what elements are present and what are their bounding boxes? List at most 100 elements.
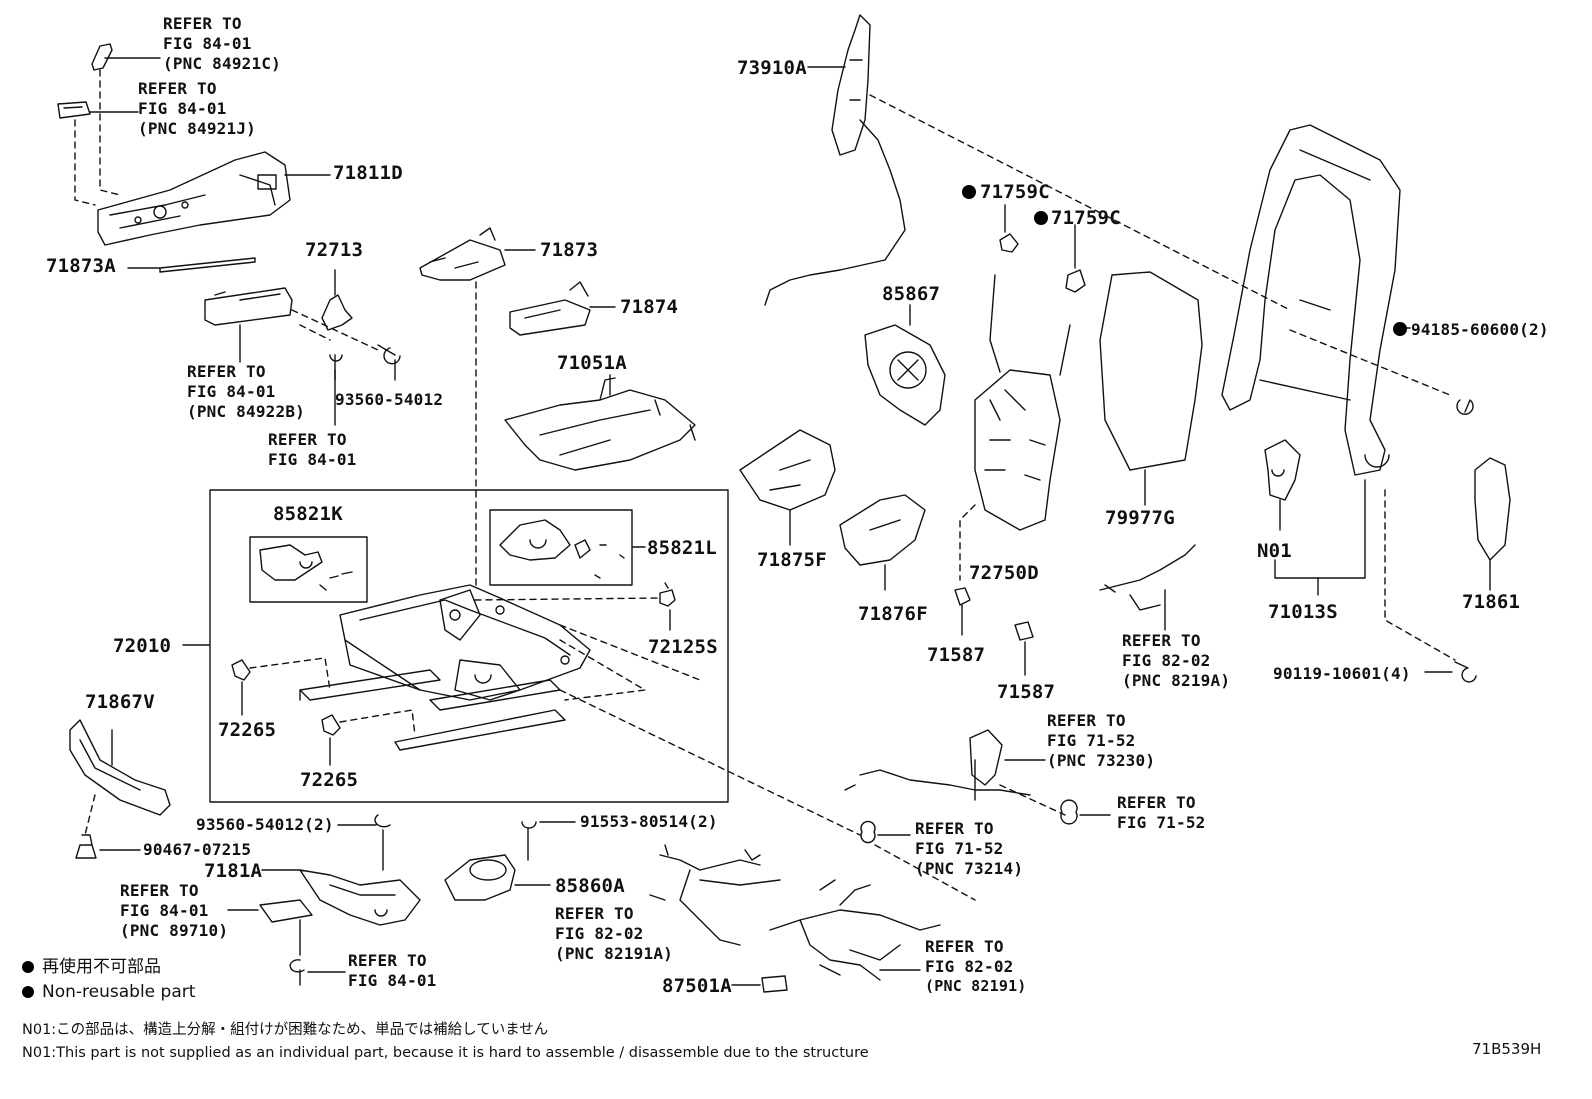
part-71875F-drawing — [739, 429, 836, 511]
part-84922B-drawing — [204, 287, 293, 326]
ref-84921C-line1: REFER TO — [163, 14, 242, 33]
ref-7152-line2: FIG 71-52 — [1117, 813, 1206, 832]
bullet-icon — [22, 961, 34, 973]
note-english: N01:This part is not supplied as an indi… — [22, 1045, 869, 1061]
ref-84921J-line2: FIG 84-01 — [138, 99, 227, 118]
ref-84921J-line1: REFER TO — [138, 79, 217, 98]
harness-82191-drawing — [769, 879, 941, 981]
part-71051A-drawing — [504, 377, 696, 471]
clip-71759C-a-drawing — [999, 233, 1019, 253]
ref-84922B-line2: FIG 84-01 — [187, 382, 276, 401]
part-71013S-frame-drawing — [1221, 124, 1401, 476]
part-label-72750D: 72750D — [969, 562, 1039, 584]
ref-7152-line1: REFER TO — [1117, 793, 1196, 812]
part-73910A-drawing — [764, 14, 906, 306]
ref-82191A-line2: FIG 82-02 — [555, 924, 644, 943]
part-72265-a-drawing — [231, 659, 251, 681]
part-label-71051A: 71051A — [557, 352, 627, 374]
part-label-72010: 72010 — [113, 635, 172, 657]
ref-73230-line2: FIG 71-52 — [1047, 731, 1136, 750]
part-label-71759C-b: 71759C — [1051, 207, 1121, 229]
ref-73214-line2: FIG 71-52 — [915, 839, 1004, 858]
seat-track-frame-drawing — [299, 584, 591, 751]
part-label-79977G: 79977G — [1105, 507, 1175, 529]
ref-84921J-line3: (PNC 84921J) — [138, 119, 256, 138]
bolt-94185-drawing — [1456, 399, 1474, 415]
ref-8401-a-line1: REFER TO — [268, 430, 347, 449]
clip-71587-b-drawing — [1014, 621, 1034, 641]
part-71861-drawing — [1474, 457, 1511, 561]
part-71811D-drawing — [97, 151, 291, 246]
part-label-85860A: 85860A — [555, 875, 625, 897]
ref-8401-b-line1: REFER TO — [348, 951, 427, 970]
part-label-85821L: 85821L — [647, 537, 717, 559]
bullet-icon — [22, 986, 34, 998]
screw-91553-drawing — [521, 821, 537, 861]
ref-84922B-line1: REFER TO — [187, 362, 266, 381]
legend-japanese: 再使用不可部品 — [22, 956, 161, 978]
part-71873-drawing — [419, 227, 506, 281]
note-japanese: N01:この部品は、構造上分解・組付けが困難なため、単品では補給していません — [22, 1022, 549, 1038]
part-label-71811D: 71811D — [333, 162, 403, 184]
part-label-N01: N01 — [1257, 540, 1292, 562]
screw-93560-drawing — [377, 344, 401, 365]
clip-71759C-b-drawing — [1065, 269, 1086, 293]
part-71876F-drawing — [839, 494, 926, 566]
part-label-85867: 85867 — [882, 283, 941, 305]
diagram-code: 71B539H — [1472, 1040, 1542, 1058]
ref-8401-a-line2: FIG 84-01 — [268, 450, 357, 469]
part-85860A-drawing — [444, 854, 516, 901]
part-71867V-drawing — [69, 719, 171, 816]
assembly-85821K-box — [249, 536, 368, 603]
ref-8219A-line2: FIG 82-02 — [1122, 651, 1211, 670]
part-label-73910A: 73910A — [737, 57, 807, 79]
part-label-93560-54012-2: 93560-54012(2) — [196, 815, 334, 834]
clip-90467-drawing — [75, 834, 97, 859]
ref-89710-line3: (PNC 89710) — [120, 921, 229, 940]
part-7181A-drawing — [299, 869, 421, 926]
part-label-90467-07215: 90467-07215 — [143, 840, 252, 859]
part-label-94185-60600-2: 94185-60600(2) — [1411, 320, 1549, 339]
part-label-72713: 72713 — [305, 239, 364, 261]
ref-73214-line1: REFER TO — [915, 819, 994, 838]
part-label-72125S: 72125S — [648, 636, 718, 658]
clip-71587-a-drawing — [954, 587, 971, 606]
ref-82191-line3: (PNC 82191) — [925, 977, 1027, 995]
ref-82191A-line3: (PNC 82191A) — [555, 944, 673, 963]
ref-8219A-line3: (PNC 8219A) — [1122, 671, 1231, 690]
part-label-71013S: 71013S — [1268, 601, 1338, 623]
ref-84922B-line3: (PNC 84922B) — [187, 402, 305, 421]
part-87501A-drawing — [761, 975, 788, 993]
ref-82191-line2: FIG 82-02 — [925, 957, 1014, 976]
part-84921C-drawing — [91, 43, 113, 71]
part-72750D-drawing — [974, 274, 1071, 531]
ref-73214-line3: (PNC 73214) — [915, 859, 1024, 878]
part-89710-drawing — [259, 899, 313, 923]
ref-8219A-line1: REFER TO — [1122, 631, 1201, 650]
part-label-71759C-a: 71759C — [980, 181, 1050, 203]
ref-84921C-line3: (PNC 84921C) — [163, 54, 281, 73]
part-label-71876F: 71876F — [858, 603, 928, 625]
part-label-91553-80514-2: 91553-80514(2) — [580, 812, 718, 831]
part-label-71875F: 71875F — [757, 549, 827, 571]
part-73230-buckle-drawing — [844, 729, 1031, 796]
part-label-90119-10601-4: 90119-10601(4) — [1273, 664, 1411, 683]
harness-82191A-drawing — [659, 844, 781, 946]
harness-8219A-drawing — [1099, 544, 1196, 611]
screw-93560-2-drawing — [374, 814, 391, 871]
ref-73230-line1: REFER TO — [1047, 711, 1126, 730]
assembly-85821L-box — [489, 509, 633, 586]
part-label-71587-a: 71587 — [927, 644, 986, 666]
part-label-93560-54012: 93560-54012 — [335, 390, 444, 409]
ref-73230-line3: (PNC 73230) — [1047, 751, 1156, 770]
part-label-87501A: 87501A — [662, 975, 732, 997]
part-label-71873A: 71873A — [46, 255, 116, 277]
ref-89710-line2: FIG 84-01 — [120, 901, 209, 920]
part-84921J-drawing — [57, 101, 91, 119]
assembly-72010-box — [209, 489, 729, 803]
part-label-85821K: 85821K — [273, 503, 343, 525]
part-85867-drawing — [864, 324, 946, 426]
motor-85821K-drawing — [259, 544, 353, 591]
legend-english: Non-reusable part — [22, 981, 195, 1003]
part-label-7181A: 7181A — [204, 860, 263, 882]
